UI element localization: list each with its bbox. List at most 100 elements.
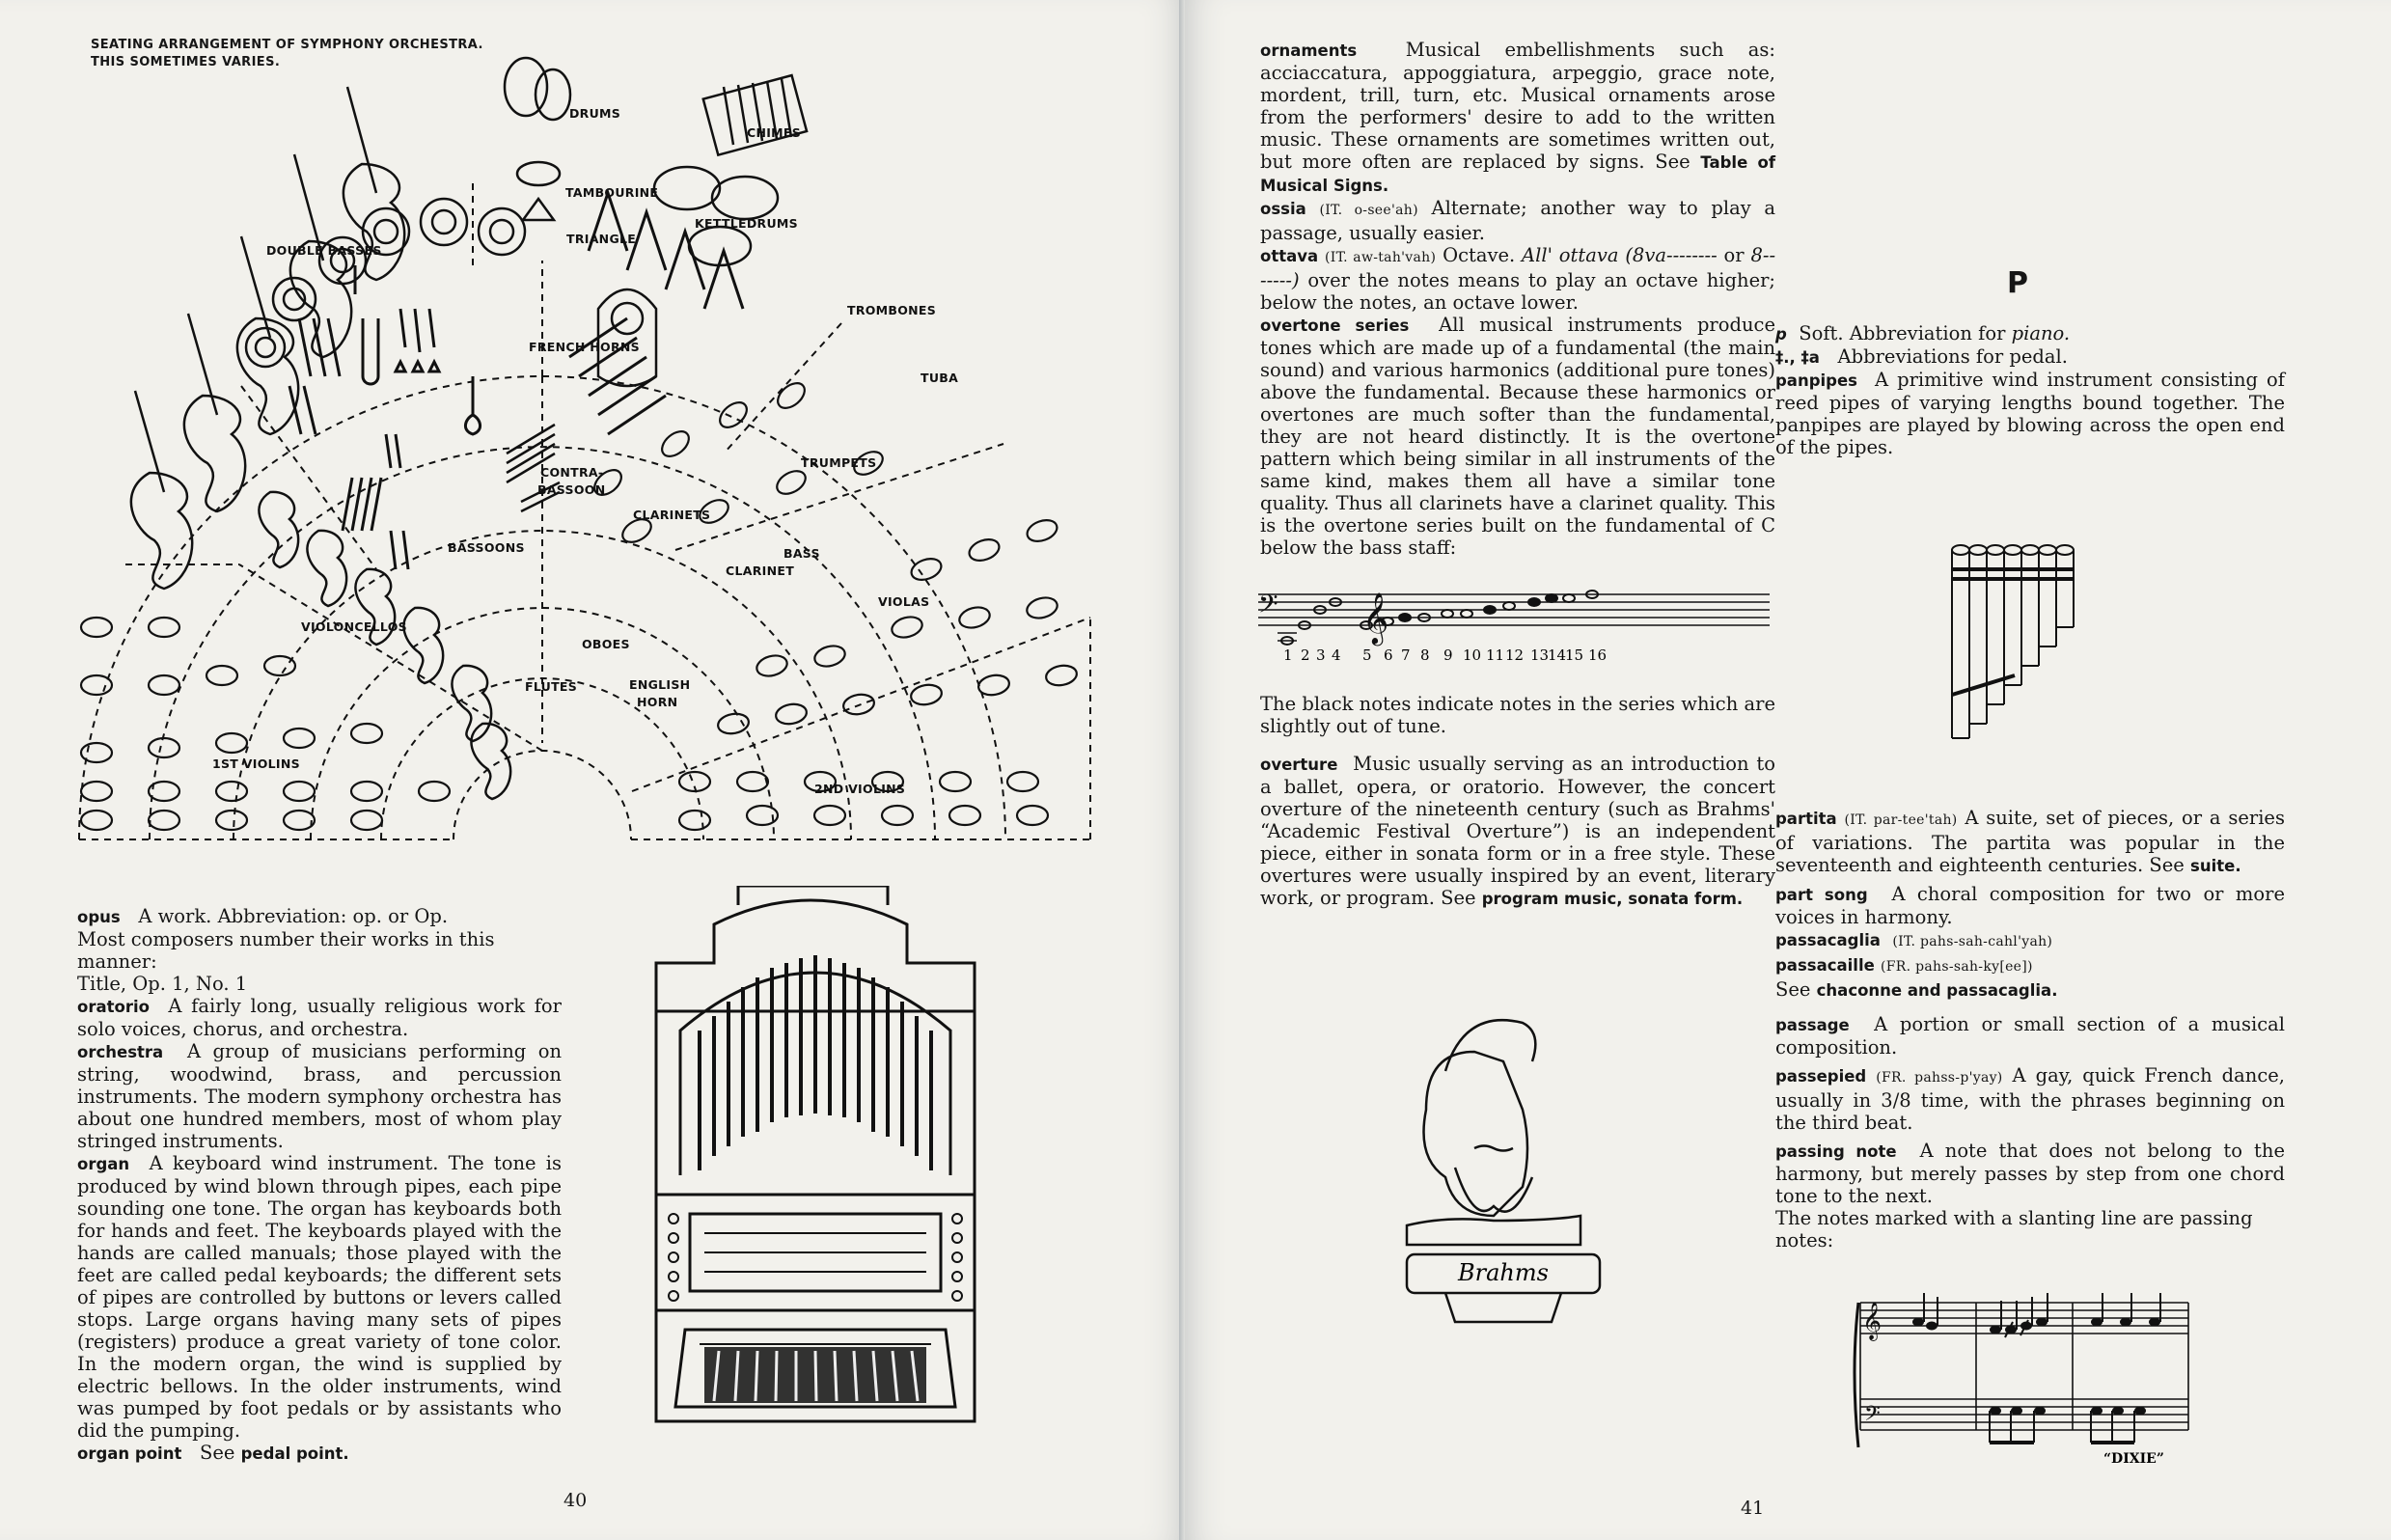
dixie-staff: 𝄞 𝄢 (1853, 1293, 2189, 1467)
label-trumpets: TRUMPETS (801, 455, 876, 470)
bass-clef-icon: 𝄢 (1258, 589, 1278, 625)
overtone-number: 14 (1548, 646, 1566, 662)
label-contra-1: CONTRA- (540, 465, 603, 480)
overtone-number: 10 (1463, 646, 1481, 662)
overtone-number: 16 (1588, 646, 1607, 662)
overtone-number: 13 (1530, 646, 1549, 662)
overtone-number: 12 (1505, 646, 1524, 662)
entry-oratorio: oratorio A fairly long, usually religiou… (77, 995, 562, 1040)
label-tambourine: TAMBOURINE (565, 185, 658, 200)
overtone-note (1417, 613, 1431, 622)
label-bass-clarinet-1: BASS (783, 546, 820, 561)
label-trombones: TROMBONES (847, 303, 936, 317)
treble-clef-icon: 𝄞 (1362, 591, 1388, 646)
entry-organ-point: organ point See pedal point. (77, 1442, 349, 1464)
dixie-label: “DIXIE” (2103, 1451, 2164, 1467)
dixie-bass-clef-icon: 𝄢 (1864, 1402, 1881, 1431)
overtone-note (1483, 605, 1497, 615)
overtone-note (1329, 597, 1342, 607)
label-violas: VIOLAS (878, 594, 929, 609)
entry-passepied: passepied (FR. pahss-p'yay) A gay, quick… (1775, 1064, 2285, 1134)
caption-line-1: SEATING ARRANGEMENT OF SYMPHONY ORCHESTR… (91, 38, 483, 52)
entry-passacaglia: passacaglia (IT. pahs-sah-cahl'yah) (1775, 931, 2053, 949)
overtone-number: 11 (1486, 646, 1504, 662)
entry-overture: overture Music usually serving as an int… (1260, 753, 1775, 909)
entry-passing-note: passing note A note that does not belong… (1775, 1140, 2285, 1207)
right-col-1b: The black notes indicate notes in the se… (1260, 693, 1775, 910)
organ-illustration (654, 886, 976, 1423)
label-contra-2: BASSOON (537, 482, 605, 497)
entry-partita: partita (IT. par-tee'tah) A suite, set o… (1775, 807, 2285, 876)
entry-passage: passage A portion or small section of a … (1775, 1013, 2285, 1059)
overtone-number: 7 (1401, 646, 1411, 662)
label-double-basses: DOUBLE BASSES (266, 243, 382, 258)
entry-ossia: ossia (IT. o-see'ah) Alternate; another … (1260, 197, 1775, 244)
label-english-1: ENGLISH (629, 677, 690, 692)
entry-overtone: overtone series All musical instruments … (1260, 314, 1775, 559)
left-entries: opus A work. Abbreviation: op. or Op. Mo… (77, 905, 562, 1465)
right-page: ornaments Musical embellishments such as… (1185, 0, 2391, 1540)
label-2nd-violins: 2ND VIOLINS (814, 782, 905, 796)
overtone-number: 4 (1332, 646, 1341, 662)
overtone-note (1398, 613, 1412, 622)
entry-opus-line2: Most composers number their works in thi… (77, 928, 495, 973)
diagram-caption: SEATING ARRANGEMENT OF SYMPHONY ORCHESTR… (91, 37, 483, 71)
label-tuba: TUBA (921, 371, 958, 385)
page-number-left: 40 (563, 1490, 588, 1511)
label-violoncellos: VIOLONCELLOS (301, 619, 407, 634)
label-french-horns: FRENCH HORNS (529, 340, 640, 354)
label-english-2: HORN (637, 695, 677, 709)
overtone-number: 2 (1301, 646, 1310, 662)
overtone-number: 9 (1443, 646, 1453, 662)
label-1st-violins: 1ST VIOLINS (212, 756, 300, 771)
entry-passacaille: passacaille (FR. pahs-sah-ky[ee]) (1775, 956, 2033, 975)
overtone-note (1313, 605, 1327, 615)
label-triangle: TRIANGLE (566, 232, 636, 246)
entry-orchestra: orchestra A group of musicians performin… (77, 1040, 563, 1152)
label-drums: DRUMS (569, 106, 620, 121)
overtone-note (1460, 609, 1473, 619)
left-page: SEATING ARRANGEMENT OF SYMPHONY ORCHESTR… (0, 0, 1185, 1540)
entry-part-song: part song A choral composition for two o… (1775, 883, 2285, 928)
entry-p: p Soft. Abbreviation for piano. (1775, 322, 2071, 344)
section-letter: P (2007, 266, 2028, 300)
overtone-note (1585, 590, 1599, 599)
caption-line-2: THIS SOMETIMES VARIES. (91, 55, 281, 69)
overtone-note (1562, 593, 1576, 603)
overtone-note (1360, 620, 1373, 630)
overtone-note (1527, 597, 1541, 607)
bust-label: Brahms (1457, 1259, 1549, 1286)
spacer (1775, 1002, 2285, 1013)
entry-passing-note-2: The notes marked with a slanting line ar… (1775, 1207, 2253, 1251)
overtone-number: 6 (1384, 646, 1393, 662)
orchestra-seating-diagram: DRUMS CHIMES TAMBOURINE TRIANGLE KETTLED… (78, 56, 1091, 840)
label-oboes: OBOES (582, 637, 630, 651)
entry-ornaments: ornaments Musical embellishments such as… (1260, 39, 1775, 195)
overtone-note (1298, 620, 1311, 630)
overtone-number: 8 (1420, 646, 1430, 662)
label-bass-clarinet-2: CLARINET (726, 564, 794, 578)
label-chimes: CHIMES (747, 125, 801, 140)
page-number-right: 41 (1741, 1498, 1765, 1519)
overtone-number: 1 (1283, 646, 1293, 662)
right-col-1: ornaments Musical embellishments such as… (1260, 39, 1775, 559)
entry-opus: opus A work. Abbreviation: op. or Op. (77, 905, 449, 927)
right-col-2b: partita (IT. par-tee'tah) A suite, set o… (1775, 807, 2285, 1251)
spacer (1260, 737, 1775, 753)
label-kettledrums: KETTLEDRUMS (695, 216, 798, 231)
label-bassoons: BASSOONS (448, 540, 525, 555)
label-flutes: FLUTES (525, 679, 577, 694)
overtone-note (1381, 617, 1394, 626)
entry-panpipes: panpipes A primitive wind instrument con… (1775, 369, 2285, 458)
entry-passacaglia-see: See chaconne and passacaglia. (1775, 978, 2058, 1001)
brahms-bust-illustration: Brahms (1405, 1018, 1602, 1324)
right-col-2a: p Soft. Abbreviation for piano. ‡., ‡a A… (1775, 322, 2285, 458)
overtone-number: 3 (1316, 646, 1326, 662)
overtone-note (1441, 609, 1454, 619)
overtone-number: 5 (1362, 646, 1372, 662)
overtone-number: 15 (1565, 646, 1583, 662)
entry-opus-line3: Title, Op. 1, No. 1 (77, 973, 248, 995)
overtone-note (1502, 601, 1516, 611)
